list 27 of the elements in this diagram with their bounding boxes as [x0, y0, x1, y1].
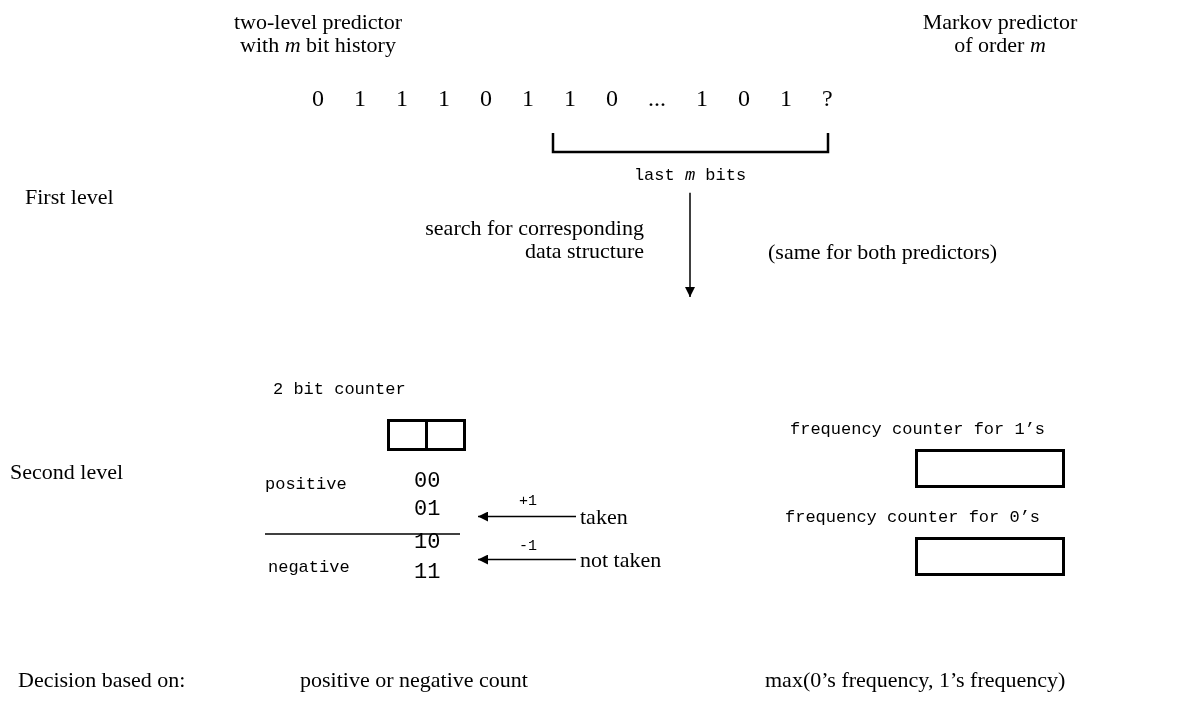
decision-text: positive or negative count	[300, 668, 528, 692]
input-label: not taken	[580, 548, 662, 572]
arrow	[685, 192, 695, 298]
counter-heading: 2 bit counter	[273, 381, 407, 399]
column-heading: two-level predictor with m bit history	[233, 10, 403, 57]
column-heading: Markov predictor of order m	[921, 10, 1079, 57]
edge-label: search for corresponding data structure	[424, 216, 644, 263]
counter-state: 11	[414, 561, 441, 585]
arrow	[477, 554, 577, 565]
counter-heading: frequency counter for 1’s	[790, 421, 1047, 439]
counter-state: 00	[414, 470, 441, 494]
state-group-label: negative	[268, 559, 350, 577]
row-heading: Second level	[10, 460, 124, 484]
counter-state: 01	[414, 498, 441, 522]
input-label: taken	[580, 505, 628, 529]
bit-sequence: 0 1 1 1 0 1 1 0 ... 1 0 1 ?	[312, 86, 833, 112]
note: (same for both predictors)	[768, 240, 998, 264]
arrow	[477, 511, 577, 522]
decision-text: max(0’s frequency, 1’s frequency)	[765, 668, 1066, 692]
state-group-label: positive	[265, 476, 347, 494]
counter-state: 10	[414, 531, 441, 555]
edge-label: +1	[519, 494, 537, 510]
row-heading: Decision based on:	[18, 668, 186, 692]
edge-label: -1	[519, 539, 537, 555]
counter-heading: frequency counter for 0’s	[785, 509, 1042, 527]
bracket-caption: last m bits	[633, 167, 747, 185]
row-heading: First level	[25, 185, 114, 209]
